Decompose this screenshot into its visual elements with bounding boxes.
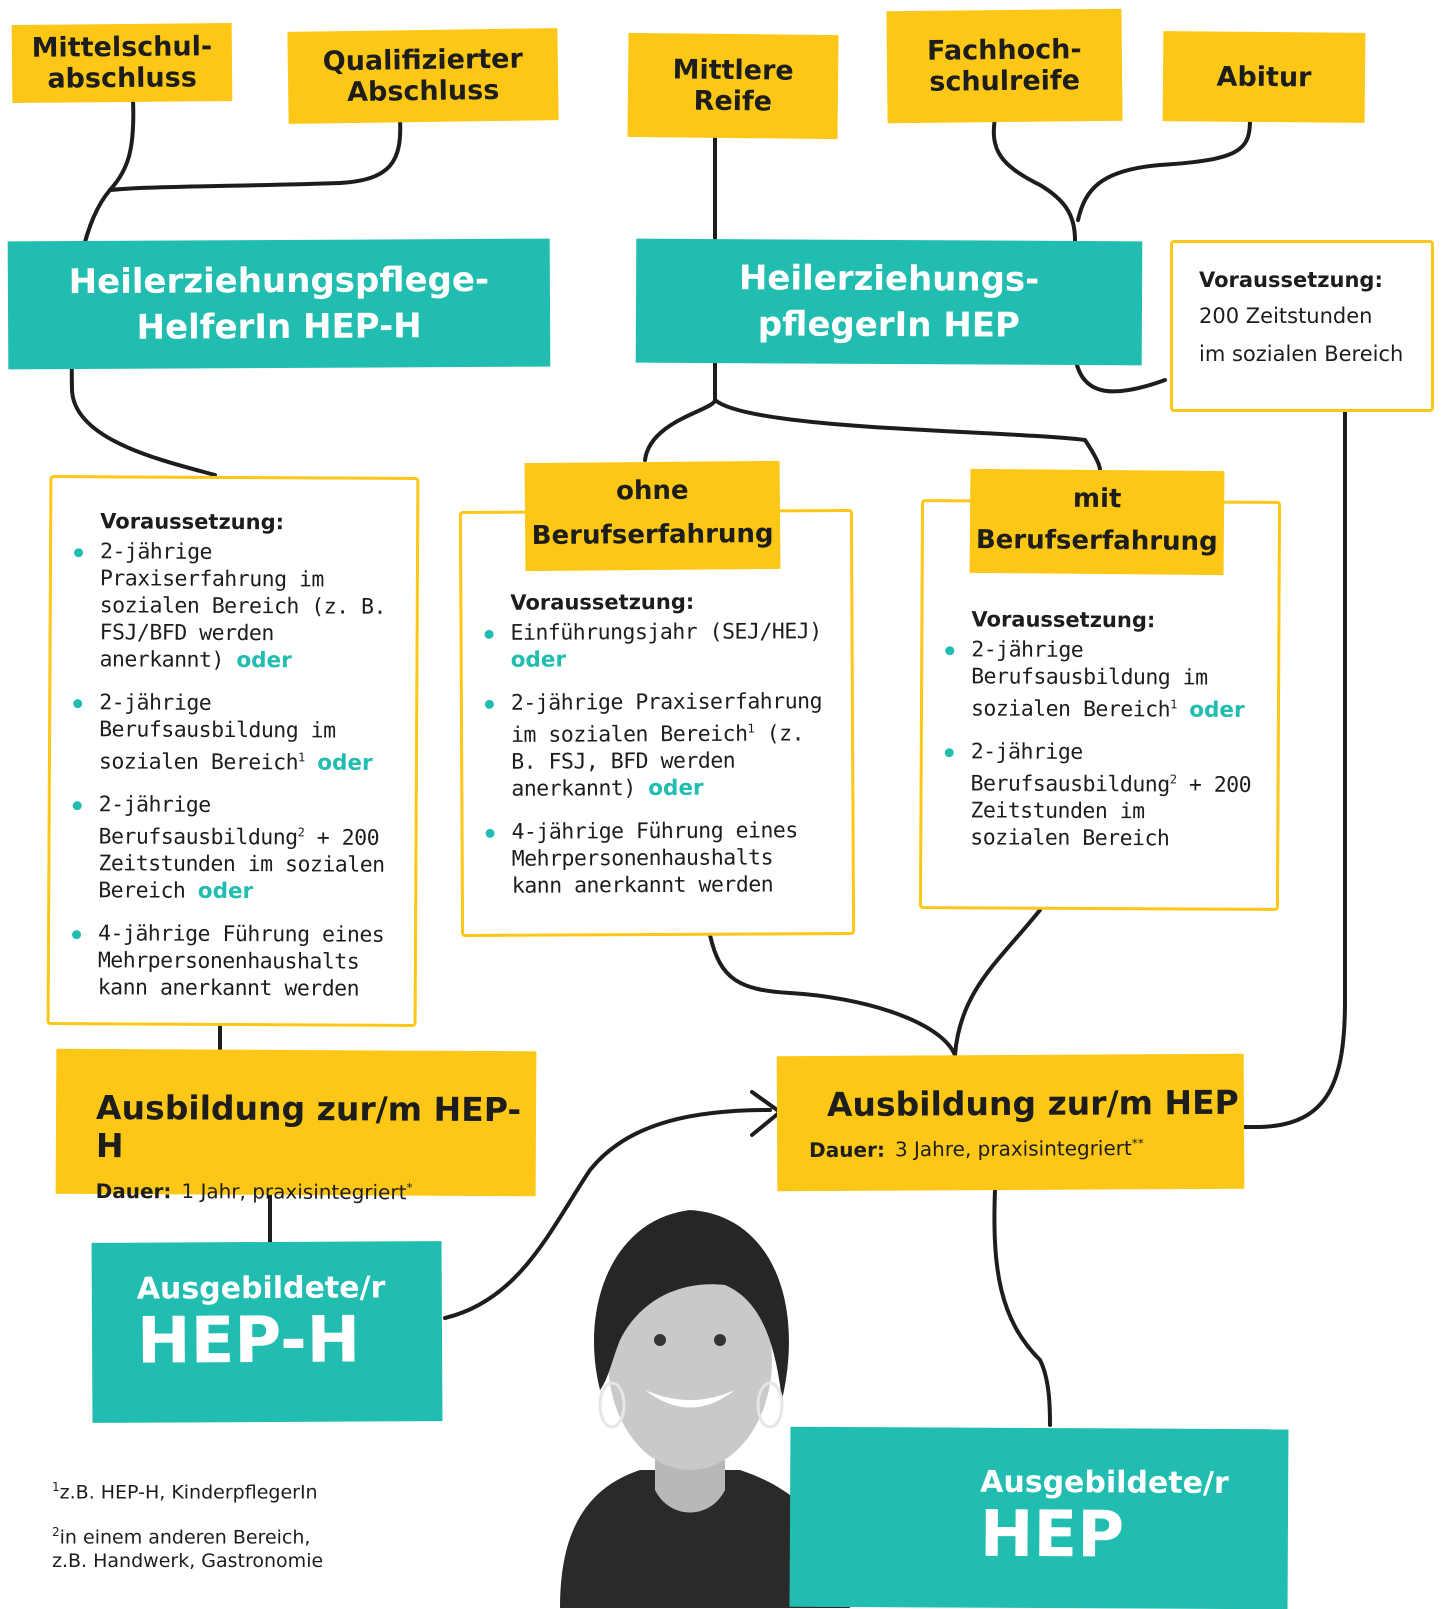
result-hep-title: HEP (979, 1497, 1125, 1573)
qualification-mittlere-reife: Mittlere Reife (627, 32, 839, 140)
ohne-requirements-title: Voraussetzung: (510, 589, 695, 615)
training-hep-h: Ausbildung zur/m HEP-H Dauer:1 Jahr, pra… (55, 1048, 537, 1204)
abitur-requirement-title: Voraussetzung: (1199, 268, 1383, 292)
list-item: 2-jährige Berufsausbildung im sozialen B… (71, 689, 395, 777)
banner-hep: Heilerziehungs- pflegerIn HEP (635, 238, 1143, 366)
result-hep-h: Ausgebildete/r HEP-H (91, 1241, 443, 1423)
qualification-fachhochschulreife: Fachhoch- schulreife (886, 8, 1123, 124)
list-item: 4-jährige Führung eines Mehrpersonenhaus… (484, 817, 832, 900)
list-item: 2-jährige Praxiserfahrung im sozialen Be… (483, 688, 832, 803)
training-hep-duration: Dauer:3 Jahre, praxisintegriert** (809, 1136, 1144, 1162)
result-hep: Ausgebildete/r HEP (789, 1426, 1289, 1609)
ohne-label-top: ohne (615, 475, 689, 507)
banner-hep-h: Heilerziehungspflege- HelferIn HEP-H (7, 238, 551, 370)
list-item: 2-jährige Berufsausbildung2 + 200 Zeitst… (942, 738, 1257, 853)
result-hep-h-label: Ausgebildete/r (136, 1270, 386, 1307)
list-item: 2-jährige Berufsausbildung im sozialen B… (943, 636, 1257, 724)
qualification-qualifizierter-abschluss: Qualifizierter Abschluss (287, 28, 559, 124)
abitur-requirement-box: Voraussetzung: 200 Zeitstunden im sozial… (1170, 240, 1434, 412)
hep-h-requirements-list: 2-jährige Praxiserfahrung im sozialen Be… (70, 538, 396, 1003)
mit-label-bottom: Berufserfahrung (975, 524, 1218, 558)
result-hep-h-title: HEP-H (136, 1303, 361, 1379)
training-hep-title: Ausbildung zur/m HEP (826, 1082, 1239, 1124)
ohne-berufserfahrung-label: ohne Berufserfahrung (524, 460, 781, 572)
mit-requirements-title: Voraussetzung: (971, 607, 1156, 633)
list-item: Einführungsjahr (SEJ/HEJ) oder (482, 618, 830, 674)
result-hep-label: Ausgebildete/r (980, 1464, 1229, 1501)
list-item: 2-jährige Berufsausbildung2 + 200 Zeitst… (70, 791, 395, 906)
training-hep-h-title: Ausbildung zur/m HEP-H (95, 1087, 522, 1166)
list-item: 4-jährige Führung eines Mehrpersonenhaus… (70, 920, 394, 1003)
ohne-requirements-box: Voraussetzung: Einführungsjahr (SEJ/HEJ)… (458, 508, 856, 938)
qualification-abitur: Abitur (1162, 31, 1366, 123)
abitur-requirement-text: 200 Zeitstunden im sozialen Bereich (1199, 304, 1404, 366)
list-item: 2-jährige Praxiserfahrung im sozialen Be… (71, 538, 396, 675)
footnote-2: 2in einem anderen Bereich, z.B. Handwerk… (52, 1525, 324, 1573)
mit-berufserfahrung-label: mit Berufserfahrung (969, 468, 1225, 576)
ohne-requirements-list: Einführungsjahr (SEJ/HEJ) oder 2-jährige… (482, 618, 831, 900)
footnote-1: 1z.B. HEP-H, KinderpflegerIn (52, 1480, 318, 1504)
training-hep-h-duration: Dauer:1 Jahr, praxisintegriert* (95, 1178, 413, 1205)
qualification-mittelschulabschluss: Mittelschul- abschluss (11, 23, 233, 103)
training-hep: Ausbildung zur/m HEP Dauer:3 Jahre, prax… (776, 1053, 1245, 1192)
hep-h-requirements-box: Voraussetzung: 2-jährige Praxiserfahrung… (46, 475, 420, 1027)
mit-requirements-list: 2-jährige Berufsausbildung im sozialen B… (942, 636, 1257, 853)
mit-label-top: mit (1072, 483, 1122, 515)
hep-h-requirements-title: Voraussetzung: (100, 509, 285, 535)
ohne-label-bottom: Berufserfahrung (531, 518, 774, 552)
portrait-photo (560, 1210, 850, 1608)
